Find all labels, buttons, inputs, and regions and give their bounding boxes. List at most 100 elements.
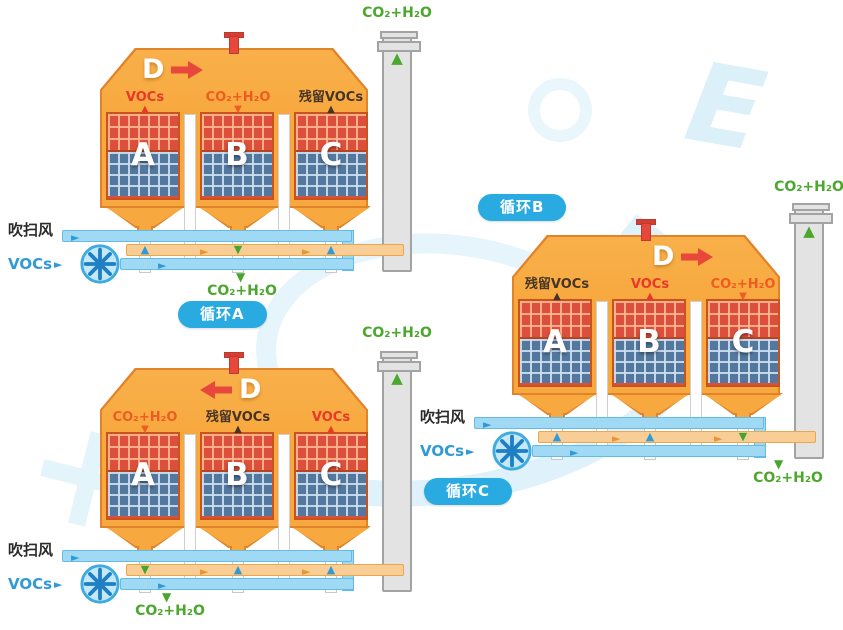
chamber-flow-arrow-icon: ▲ [327, 103, 335, 115]
exhaust-stack [789, 203, 833, 459]
chamber-flow-label-text: 残留VOCs [205, 410, 271, 425]
hot-bed-grid [296, 434, 366, 470]
vocs-inlet-arrow-icon: ► [54, 578, 63, 591]
chamber-hopper [198, 206, 278, 228]
chamber-hopper [703, 393, 783, 415]
chamber-letter: C [319, 137, 343, 173]
exhaust-pipe [126, 244, 404, 256]
bed-flow-arrow-icon: ▲ [326, 243, 336, 256]
purge-air-label: 吹扫风 [8, 221, 54, 239]
blower-fan-icon [492, 431, 532, 471]
cold-bed-grid [108, 470, 178, 516]
chamber-flow-arrow-icon: ▼ [739, 290, 747, 302]
chamber-flow-label: 残留VOCs ▲ [285, 91, 377, 115]
oxidizer-body: D CO₂+H₂O ▼ 残留VOCs ▲ VOCs ▲ A [99, 352, 371, 586]
chamber-letter: A [131, 457, 155, 493]
stack-emission-label: CO₂+H₂O [362, 5, 432, 21]
regenerator-chamber: B [200, 432, 274, 520]
bed-flow-arrow-icon: ▲ [140, 243, 150, 256]
cold-bed-grid [614, 337, 684, 383]
burner-valve [229, 356, 239, 374]
vocs-inlet-arrow-icon: ► [54, 258, 63, 271]
vocs-inlet-pipe [120, 258, 354, 270]
chamber-hopper [291, 206, 371, 228]
exhaust-flow-arrow-icon: ► [200, 565, 209, 578]
bed-flow-arrow-icon: ▲ [326, 563, 336, 576]
exhaust-pipe [538, 431, 816, 443]
rto-unit: CO₂+H₂O ▲ D VOCs ▲ CO₂+H₂O ▼ 残留VOCs [8, 5, 460, 317]
exhaust-pipe [126, 564, 404, 576]
chamber-flow-arrow-icon: ▲ [646, 290, 654, 302]
combustion-flow-right-arrow-icon [681, 247, 714, 266]
outlet-down-arrow-icon: ▼ [236, 270, 246, 284]
hot-bed-grid [202, 434, 272, 470]
chamber-flow-label-text: VOCs [125, 90, 165, 105]
exhaust-flow-arrow-icon: ► [302, 245, 311, 258]
combustion-zone: D [142, 54, 204, 85]
cold-bed-grid [202, 470, 272, 516]
chamber-flow-label-text: CO₂+H₂O [205, 90, 271, 105]
cold-bed-grid [296, 470, 366, 516]
chamber-flow-label-text: VOCs [630, 277, 670, 292]
exhaust-stack [377, 351, 421, 592]
chamber-hopper [105, 526, 185, 548]
combustion-zone-label: D [239, 374, 262, 405]
chamber-letter: B [225, 137, 249, 173]
vocs-inlet-label: VOCs [8, 575, 53, 593]
blower-fan-icon [80, 564, 120, 604]
exhaust-flow-arrow-icon: ► [612, 432, 621, 445]
chamber-flow-label: 残留VOCs ▲ [192, 411, 284, 435]
stack-emission-label: CO₂+H₂O [774, 179, 843, 195]
cycle-b-badge: 循环B [478, 194, 567, 221]
chamber-letter: B [637, 324, 661, 360]
oxidizer-body: D 残留VOCs ▲ VOCs ▲ CO₂+H₂O ▼ A [512, 219, 783, 453]
chamber-flow-arrow-icon: ▲ [553, 290, 561, 302]
stack-emission-label: CO₂+H₂O [362, 325, 432, 341]
vocs-inlet-pipe [120, 578, 354, 590]
chamber-letter: C [731, 324, 755, 360]
chamber-flow-label: CO₂+H₂O ▼ [99, 411, 191, 435]
vocs-inlet-label: VOCs [8, 255, 53, 273]
bed-flow-arrow-icon: ▲ [552, 430, 562, 443]
watermark-ring [528, 78, 592, 142]
cycle-a-badge: 循环A [178, 301, 267, 328]
vocs-flow-arrow-icon: ► [158, 259, 167, 272]
outlet-down-arrow-icon: ▼ [162, 590, 172, 604]
regenerator-chamber: B [200, 112, 274, 200]
chamber-hopper [610, 393, 690, 415]
cycle-c-badge: 循环C [424, 478, 513, 505]
regenerator-chamber: A [106, 432, 180, 520]
vocs-flow-arrow-icon: ► [570, 446, 579, 459]
chamber-flow-label-text: CO₂+H₂O [112, 410, 178, 425]
hot-bed-grid [108, 114, 178, 150]
purge-flow-arrow-icon: ► [71, 551, 80, 564]
bed-flow-arrow-icon: ▼ [738, 430, 748, 443]
chamber-flow-arrow-icon: ▲ [234, 423, 242, 435]
outlet-down-arrow-icon: ▼ [774, 457, 784, 471]
combustion-flow-right-arrow-icon [171, 60, 204, 79]
regenerator-chamber: C [294, 112, 368, 200]
purge-air-label: 吹扫风 [420, 408, 466, 426]
hot-bed-grid [614, 301, 684, 337]
outlet-emission-label: CO₂+H₂O [753, 470, 823, 486]
regenerator-chamber: A [106, 112, 180, 200]
chamber-letter: A [131, 137, 155, 173]
regenerator-chamber: B [612, 299, 686, 387]
exhaust-flow-arrow-icon: ► [302, 565, 311, 578]
bed-flow-arrow-icon: ▲ [233, 563, 243, 576]
bed-flow-arrow-icon: ▼ [233, 243, 243, 256]
regenerator-chamber: C [294, 432, 368, 520]
exhaust-stack [377, 31, 421, 272]
vocs-inlet-label: VOCs [420, 442, 465, 460]
stack-up-arrow-icon: ▲ [803, 222, 815, 240]
combustion-zone-label: D [142, 54, 165, 85]
hot-bed-grid [708, 301, 778, 337]
burner-valve [641, 223, 651, 241]
combustion-flow-left-arrow-icon [200, 380, 232, 399]
purge-air-pipe [62, 550, 352, 562]
chamber-flow-arrow-icon: ▼ [141, 423, 149, 435]
chamber-flow-label: VOCs ▲ [285, 411, 377, 435]
purge-air-pipe [474, 417, 764, 429]
chamber-hopper [517, 393, 597, 415]
vocs-flow-arrow-icon: ► [158, 579, 167, 592]
